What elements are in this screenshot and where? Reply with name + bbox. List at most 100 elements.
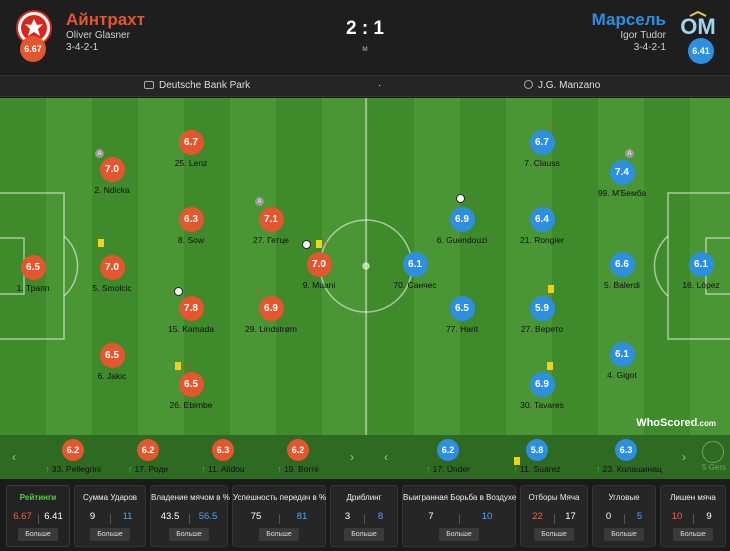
sub-on-arrow-icon: ↑ — [277, 464, 282, 474]
sub-off-arrow-icon: ↓ — [324, 238, 329, 249]
sub-off-arrow-icon: ↓ — [548, 118, 553, 129]
away-player[interactable]: 6.1 4. Gigot — [592, 342, 652, 380]
player-rating: 6.7 — [178, 130, 204, 155]
goal-ball-icon — [302, 240, 311, 249]
stat-home-value: 7 — [428, 511, 434, 522]
stat-home-value: 10 — [671, 511, 683, 522]
sub-player[interactable]: 6.2↑ 17. Роде — [118, 439, 178, 474]
more-button[interactable]: Больше — [439, 528, 479, 541]
sub-player[interactable]: 6.2↑ 33. Pellegrini — [43, 439, 103, 474]
yellow-card-icon — [175, 362, 181, 370]
sub-player[interactable]: 6.3↑ 23. Колашинац — [596, 439, 662, 474]
sub-on-arrow-icon: ↑ — [127, 464, 133, 474]
stat-divider — [110, 514, 111, 524]
more-button[interactable]: Больше — [259, 528, 299, 541]
stat-divider — [693, 514, 694, 524]
chevron-right-icon[interactable]: › — [350, 450, 354, 464]
player-name: 8. Sow — [178, 235, 204, 245]
player-rating: 6.2 — [62, 439, 84, 461]
stat-divider — [554, 514, 555, 524]
player-name: 9. Muani — [302, 280, 336, 290]
stat-away-value: 9 — [706, 511, 712, 522]
partial-sub-player[interactable]: 5 Gers — [702, 441, 730, 472]
chevron-right-icon[interactable]: › — [682, 450, 686, 464]
player-rating: 7.0 — [99, 255, 125, 280]
chevron-left-icon[interactable]: ‹ — [12, 450, 16, 464]
away-player[interactable]: 6.9 30. Tavares — [512, 372, 572, 410]
sub-player[interactable]: 6.2↑ 17. Ünder — [418, 439, 478, 474]
more-button[interactable]: Больше — [534, 528, 574, 541]
player-name: 16. López — [682, 280, 720, 290]
player-name: 27. Гетце — [252, 235, 290, 245]
sub-player[interactable]: 6.3↑ 11. Alidou — [193, 439, 253, 474]
stat-title: Сумма Ударов — [82, 493, 138, 502]
info-separator: · — [378, 80, 382, 91]
stat-home-value: 6.67 — [13, 511, 32, 522]
sub-player[interactable]: 6.2↑ 19. Borré — [268, 439, 328, 474]
away-team-name[interactable]: Марсель — [591, 10, 666, 29]
away-coach: Igor Tudor — [620, 30, 666, 41]
player-rating: 6.2 — [437, 439, 459, 461]
more-button[interactable]: Больше — [169, 528, 209, 541]
sub-off-arrow-icon: ↓ — [256, 285, 261, 296]
player-rating: 7.0 — [306, 252, 332, 277]
player-name: 30. Tavares — [520, 400, 564, 410]
referee-info: J.G. Manzano — [524, 80, 600, 91]
player-rating: 6.5 — [449, 296, 475, 321]
stat-divider — [364, 514, 365, 524]
chevron-left-icon[interactable]: ‹ — [384, 450, 388, 464]
more-button[interactable]: Больше — [344, 528, 384, 541]
player-rating: 6.3 — [615, 439, 637, 461]
yellow-card-icon — [548, 285, 554, 293]
home-team-name[interactable]: Айнтрахт — [66, 10, 145, 29]
player-name: 4. Gigot — [607, 370, 637, 380]
player-name: 23. Колашинац — [602, 464, 662, 474]
player-rating: 6.9 — [529, 372, 555, 397]
more-button[interactable]: Больше — [673, 528, 713, 541]
away-formation: 3-4-2-1 — [633, 42, 666, 53]
home-player[interactable]: 7.0 9. Muani — [289, 252, 349, 290]
more-button[interactable]: Больше — [18, 528, 58, 541]
sub-player[interactable]: 5.8↑ 11. Suárez — [507, 439, 567, 474]
player-rating: 6.5 — [99, 343, 125, 368]
away-team-rating: 6.41 — [688, 38, 714, 64]
sub-on-arrow-icon: ↑ — [201, 464, 206, 474]
more-button[interactable]: Больше — [604, 528, 644, 541]
player-rating: 6.7 — [529, 130, 555, 155]
player-rating: 6.1 — [609, 342, 635, 367]
player-name: 11. Suárez — [520, 464, 561, 474]
home-player[interactable]: 6.7 25. Lenz — [161, 130, 221, 168]
stat-away-value: 81 — [296, 511, 308, 522]
player-name: 25. Lenz — [174, 158, 208, 168]
more-button[interactable]: Больше — [90, 528, 130, 541]
stat-away-value: 56.5 — [198, 511, 218, 522]
